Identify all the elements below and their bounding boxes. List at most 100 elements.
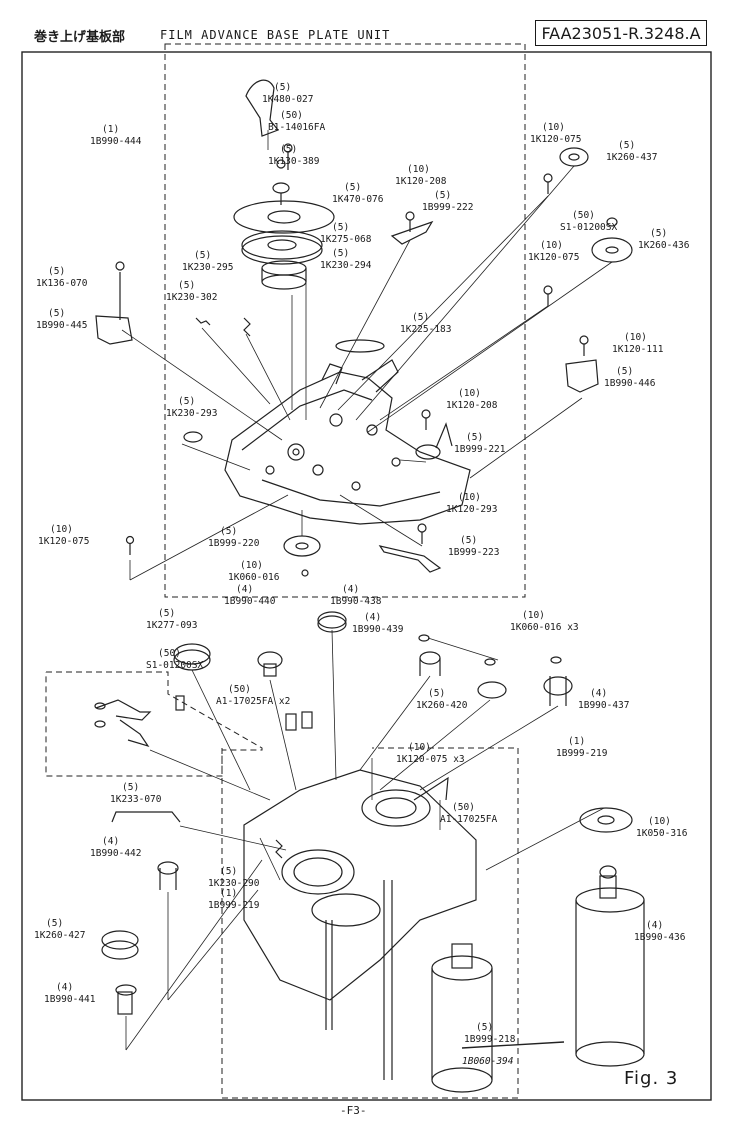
callout-p31: (4)1B990-440: [224, 584, 276, 607]
callout-quantity: (4): [590, 688, 607, 699]
callout-part-number: 1B999-220: [208, 538, 260, 549]
callout-p23: (10)1K120-208: [446, 388, 498, 411]
callout-p16: (5)1K136-070: [36, 266, 88, 289]
callout-quantity: (10): [522, 610, 545, 621]
callout-part-number: 1K275-068: [320, 234, 372, 245]
callout-part-number: 1B990-446: [604, 378, 656, 389]
callout-part-number: S1-01200SX: [560, 222, 617, 233]
callout-quantity: (10): [458, 388, 481, 399]
callout-part-number: 1K260-420: [416, 700, 468, 711]
page-number: -F3-: [340, 1104, 367, 1117]
callout-part-number: 1B060-394: [462, 1056, 514, 1067]
callout-quantity: (5): [650, 228, 667, 239]
callout-part-number: 1B990-436: [634, 932, 686, 943]
callout-quantity: (5): [194, 250, 211, 261]
callout-p50: (5)1B999-218: [464, 1022, 516, 1045]
callout-part-number: A1-17025FA: [440, 814, 497, 825]
callout-part-number: 1K120-208: [446, 400, 498, 411]
callout-quantity: (5): [332, 248, 349, 259]
callout-p19: (5)1K225-183: [400, 312, 451, 335]
callout-quantity: (50): [572, 210, 595, 221]
callout-p35: (50)S1-01200SX: [146, 648, 203, 671]
title-english: FILM ADVANCE BASE PLATE UNIT: [160, 28, 391, 42]
lower-leader-lines: [125, 629, 605, 1051]
callout-quantity: (50): [228, 684, 251, 695]
lower-base-plate: [243, 769, 477, 1080]
callout-quantity: (10): [624, 332, 647, 343]
callout-p22: (5)1K230-293: [166, 396, 217, 419]
callout-p04: (5)1K130-389: [268, 144, 320, 167]
callout-quantity: (5): [616, 366, 633, 377]
callout-quantity: (1): [220, 888, 237, 899]
outer-frame: [21, 51, 712, 1101]
callout-quantity: (10): [458, 492, 481, 503]
callout-quantity: (5): [178, 280, 195, 291]
callout-quantity: (10): [50, 524, 73, 535]
callout-part-number: 1K060-016: [228, 572, 280, 583]
callout-quantity: (5): [344, 182, 361, 193]
callout-quantity: (5): [48, 308, 65, 319]
callout-quantity: (10): [540, 240, 563, 251]
strikethrough-mark: [461, 1041, 565, 1049]
callout-quantity: (10): [408, 742, 431, 753]
callout-quantity: (4): [646, 920, 663, 931]
callout-part-number: 1K225-183: [400, 324, 451, 335]
callout-part-number: 1K480-027: [262, 94, 313, 105]
callout-p01: (5)1K480-027: [262, 82, 313, 105]
callout-part-number: 1K260-427: [34, 930, 85, 941]
upper-leader-lines: [121, 130, 613, 581]
callout-part-number: 1K120-075: [528, 252, 579, 263]
callout-part-number: 1B990-441: [44, 994, 96, 1005]
callout-p48: (4)1B990-436: [634, 920, 686, 943]
callout-part-number: 1B999-219: [556, 748, 608, 759]
callout-quantity: (4): [364, 612, 381, 623]
callout-quantity: (5): [48, 266, 65, 277]
callout-part-number: 1K120-111: [612, 344, 664, 355]
callout-p32: (4)1B990-438: [330, 584, 382, 607]
callout-p18: (5)1B990-445: [36, 308, 87, 331]
callout-p13: (5)1K230-295: [182, 250, 233, 273]
callout-p12: (5)1K260-436: [638, 228, 690, 251]
drawing-code: FAA23051-R.3248.A: [535, 20, 707, 46]
callout-p26: (10)1K120-075: [38, 524, 89, 547]
callout-quantity: (5): [220, 866, 237, 877]
callout-part-number: 1K260-437: [606, 152, 657, 163]
callout-p07: (10)1K120-208: [395, 164, 447, 187]
callout-part-number: 1B990-444: [90, 136, 142, 147]
callout-p03: (1)1B990-444: [90, 124, 142, 147]
callout-part-number: 1K277-093: [146, 620, 197, 631]
callout-p08: (5)1K470-076: [332, 182, 384, 205]
callout-p02: (50)B1-14016FA: [268, 110, 325, 133]
callout-quantity: (10): [240, 560, 263, 571]
callout-p45: (5)1K230-290: [208, 866, 260, 889]
upper-base-plate: [224, 359, 471, 525]
callout-p43: (10)1K050-316: [636, 816, 688, 839]
callout-p44: (4)1B990-442: [90, 836, 141, 859]
lower-assembly-boundary: [221, 747, 519, 1099]
callout-p40: (1)1B999-219: [556, 736, 608, 759]
title-japanese: 巻き上げ基板部: [34, 30, 126, 45]
part-callouts: (5)1K480-027(50)B1-14016FA(1)1B990-444(5…: [34, 82, 690, 1067]
callout-part-number: 1K050-316: [636, 828, 688, 839]
callout-p49: (4)1B990-441: [44, 982, 96, 1005]
callout-part-number: 1K120-075 x3: [396, 754, 465, 765]
callout-quantity: (1): [568, 736, 585, 747]
callout-p38: (4)1B990-437: [578, 688, 629, 711]
callout-quantity: (5): [466, 432, 483, 443]
callout-part-number: 1B999-219: [208, 900, 260, 911]
callout-p39: (10)1K120-075 x3: [396, 742, 465, 765]
callout-part-number: 1K120-075: [38, 536, 89, 547]
callout-quantity: (50): [280, 110, 303, 121]
callout-p14: (5)1K230-294: [320, 248, 372, 271]
callout-quantity: (5): [280, 144, 297, 155]
callout-part-number: 1B990-439: [352, 624, 404, 635]
upper-parts: [95, 79, 633, 577]
callout-part-number: 1B999-218: [464, 1034, 516, 1045]
callout-part-number: 1K233-070: [110, 794, 162, 805]
callout-quantity: (4): [56, 982, 73, 993]
callout-part-number: 1K136-070: [36, 278, 88, 289]
callout-p28: (5)1B999-223: [448, 535, 499, 558]
callout-quantity: (5): [412, 312, 429, 323]
callout-part-number: 1K230-295: [182, 262, 233, 273]
callout-p37: (5)1K260-420: [416, 688, 468, 711]
